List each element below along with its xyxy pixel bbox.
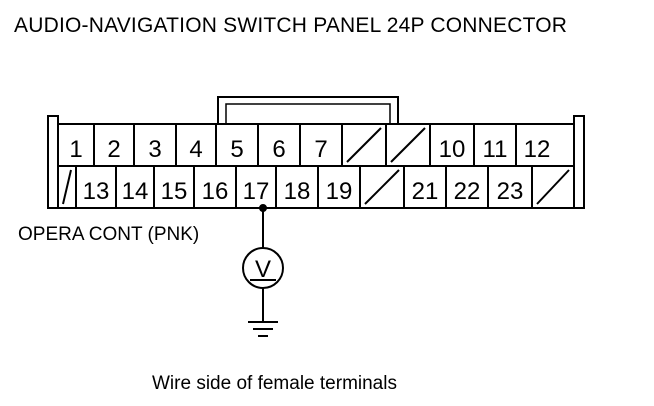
top-row-pin-5: 5 bbox=[230, 136, 243, 163]
bottom-row-pin-22: 22 bbox=[454, 178, 481, 205]
top-row-empty-cavity bbox=[346, 127, 382, 163]
diagram-title: AUDIO-NAVIGATION SWITCH PANEL 24P CONNEC… bbox=[14, 14, 568, 37]
bottom-row-empty-cavity bbox=[62, 169, 72, 205]
bottom-row-empty-cavity bbox=[364, 169, 400, 205]
top-row-pin-7: 7 bbox=[314, 136, 327, 163]
wire-label: OPERA CONT (PNK) bbox=[18, 224, 200, 245]
top-row-pin-10: 10 bbox=[439, 136, 466, 163]
connector-lock-tab-inner bbox=[225, 103, 391, 124]
diagram-caption: Wire side of female terminals bbox=[152, 373, 397, 394]
top-row-empty-cavity bbox=[390, 127, 426, 163]
connector-lock-tab bbox=[217, 96, 399, 124]
bottom-row-empty-cavity bbox=[536, 169, 570, 205]
bottom-row-pin-17: 17 bbox=[243, 178, 270, 205]
top-row-pin-2: 2 bbox=[107, 136, 120, 163]
top-row-pin-12: 12 bbox=[524, 136, 551, 163]
top-row-pin-1: 1 bbox=[69, 136, 82, 163]
bottom-row-pin-19: 19 bbox=[326, 178, 353, 205]
bottom-row-pin-14: 14 bbox=[122, 178, 149, 205]
top-row-pin-3: 3 bbox=[148, 136, 161, 163]
bottom-row-pin-18: 18 bbox=[284, 178, 311, 205]
bottom-row-pin-15: 15 bbox=[161, 178, 188, 205]
bottom-row-pin-16: 16 bbox=[202, 178, 229, 205]
bottom-row-pin-23: 23 bbox=[497, 178, 524, 205]
bottom-row-pin-13: 13 bbox=[83, 178, 110, 205]
top-row-pin-11: 11 bbox=[483, 136, 508, 163]
top-row-pin-4: 4 bbox=[189, 136, 202, 163]
voltmeter-symbol: V bbox=[255, 256, 271, 283]
top-row-pin-6: 6 bbox=[272, 136, 285, 163]
bottom-row-pin-21: 21 bbox=[412, 178, 439, 205]
